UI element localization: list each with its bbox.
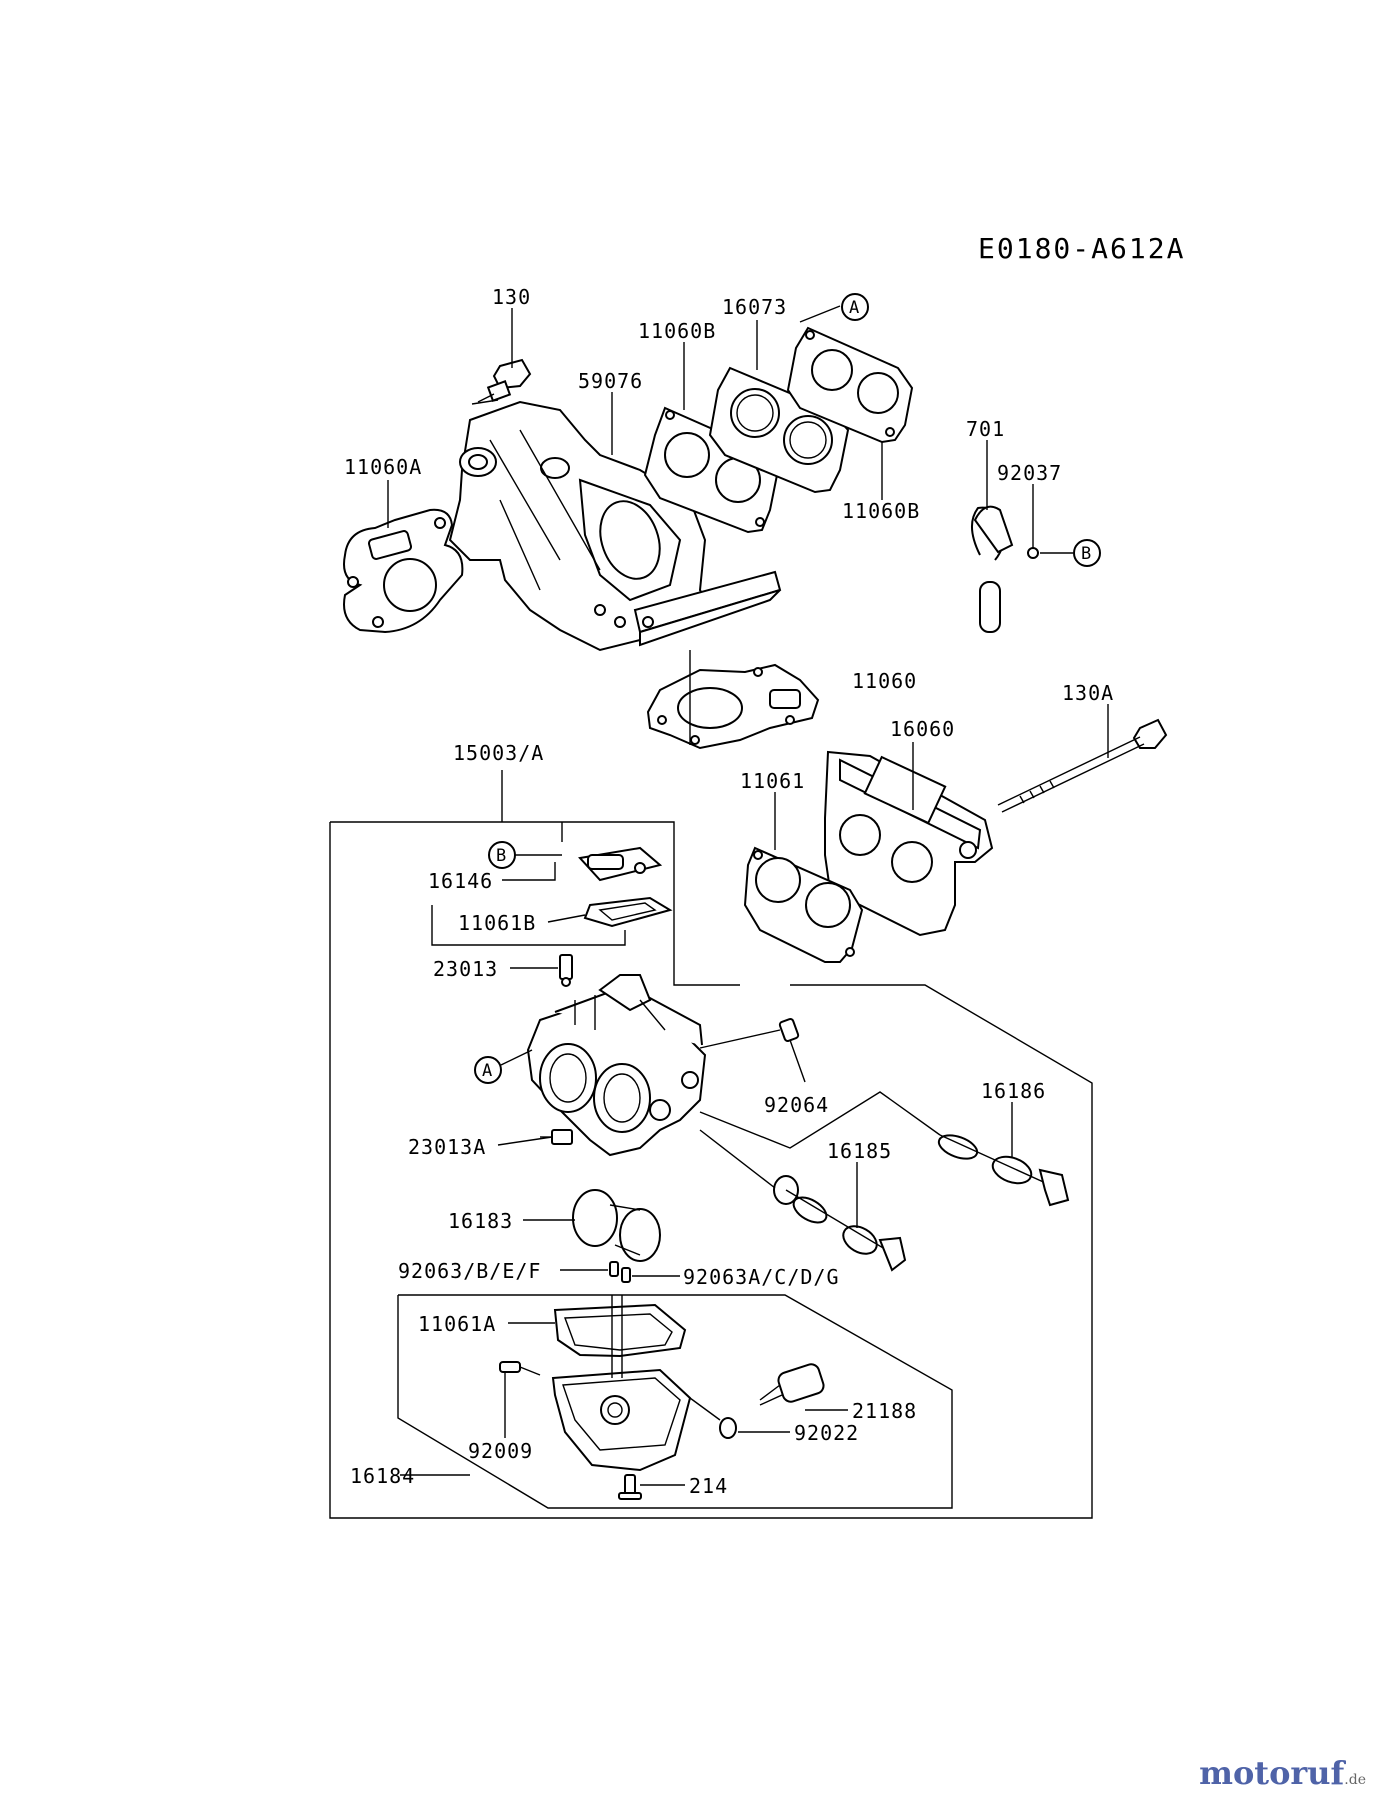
part-shaft-16186: [937, 1134, 1070, 1207]
part-screw-214: [618, 1474, 642, 1500]
callout-11061: 11061: [740, 769, 805, 793]
part-solenoid-21188: [759, 1363, 825, 1406]
callout-92037: 92037: [997, 461, 1062, 485]
callout-92063BEF: 92063/B/E/F: [398, 1259, 541, 1283]
callout-16073: 16073: [722, 295, 787, 319]
float-bowl-frame: [397, 1294, 953, 1509]
callout-16185: 16185: [827, 1139, 892, 1163]
callout-16186: 16186: [981, 1079, 1046, 1103]
callout-16183: 16183: [448, 1209, 513, 1233]
part-manifold-59076: [448, 400, 782, 652]
part-float-bowl: [551, 1368, 692, 1472]
callout-15003A: 15003/A: [453, 741, 544, 765]
carb-frame-top: [330, 821, 740, 986]
callout-11061A: 11061A: [418, 1312, 496, 1336]
carb-frame-outer: [329, 822, 1093, 1519]
marker-b-left: B: [488, 841, 516, 869]
part-jet-23013: [559, 954, 573, 987]
svg-text:A: A: [482, 1061, 492, 1081]
callout-11060: 11060: [852, 669, 917, 693]
marker-a-top: A: [841, 293, 869, 321]
callout-23013: 23013: [433, 957, 498, 981]
svg-text:B: B: [496, 846, 506, 866]
callout-92009: 92009: [468, 1439, 533, 1463]
callout-16060: 16060: [890, 717, 955, 741]
watermark-logo: motoruf.de: [1199, 1754, 1366, 1792]
callout-701: 701: [966, 417, 1005, 441]
callout-130: 130: [492, 285, 531, 309]
callout-92063ACDG: 92063A/C/D/G: [683, 1265, 840, 1289]
part-insulator-16073: [708, 366, 850, 494]
part-gasket-11060A: [343, 508, 464, 634]
callout-92022: 92022: [794, 1421, 859, 1445]
part-gasket-11060B-front: [643, 406, 780, 534]
part-gasket-11060B-rear: [786, 326, 914, 444]
callout-16146: 16146: [428, 869, 493, 893]
part-cover-16146: [578, 846, 663, 882]
part-screw-92009: [499, 1361, 541, 1376]
part-gasket-11061B: [583, 896, 673, 928]
part-gasket-11060: [646, 663, 820, 750]
callout-16184: 16184: [350, 1464, 415, 1488]
callout-11061B: 11061B: [458, 911, 536, 935]
callout-214: 214: [689, 1474, 728, 1498]
svg-text:B: B: [1081, 544, 1091, 564]
part-oring-92022: [719, 1417, 737, 1439]
part-screw-92064: [778, 1018, 800, 1042]
callout-11060B-top: 11060B: [638, 319, 716, 343]
callout-92064: 92064: [764, 1093, 829, 1117]
marker-a-left: A: [474, 1056, 502, 1084]
part-spacer-16060: [824, 750, 994, 937]
part-gasket-11061A: [553, 1303, 687, 1358]
part-shaft-16185: [773, 1175, 907, 1272]
marker-b-right: B: [1073, 539, 1101, 567]
part-bolt-130A: [997, 718, 1168, 813]
svg-text:A: A: [849, 298, 859, 318]
callout-21188: 21188: [852, 1399, 917, 1423]
part-jet-23013A: [540, 1129, 573, 1145]
part-jets-92063: [609, 1261, 631, 1283]
part-gasket-11061: [743, 846, 864, 963]
callout-11060B-bottom: 11060B: [842, 499, 920, 523]
part-clip-92037: [1027, 547, 1039, 559]
part-carburetor-body: [526, 974, 707, 1157]
callout-23013A: 23013A: [408, 1135, 486, 1159]
part-float-16183: [572, 1189, 661, 1262]
part-bolt-130: [477, 358, 532, 403]
part-hose-701: [971, 505, 1014, 633]
callout-130A: 130A: [1062, 681, 1114, 705]
callout-11060A: 11060A: [344, 455, 422, 479]
reference-code: E0180-A612A: [978, 232, 1185, 265]
callout-59076: 59076: [578, 369, 643, 393]
